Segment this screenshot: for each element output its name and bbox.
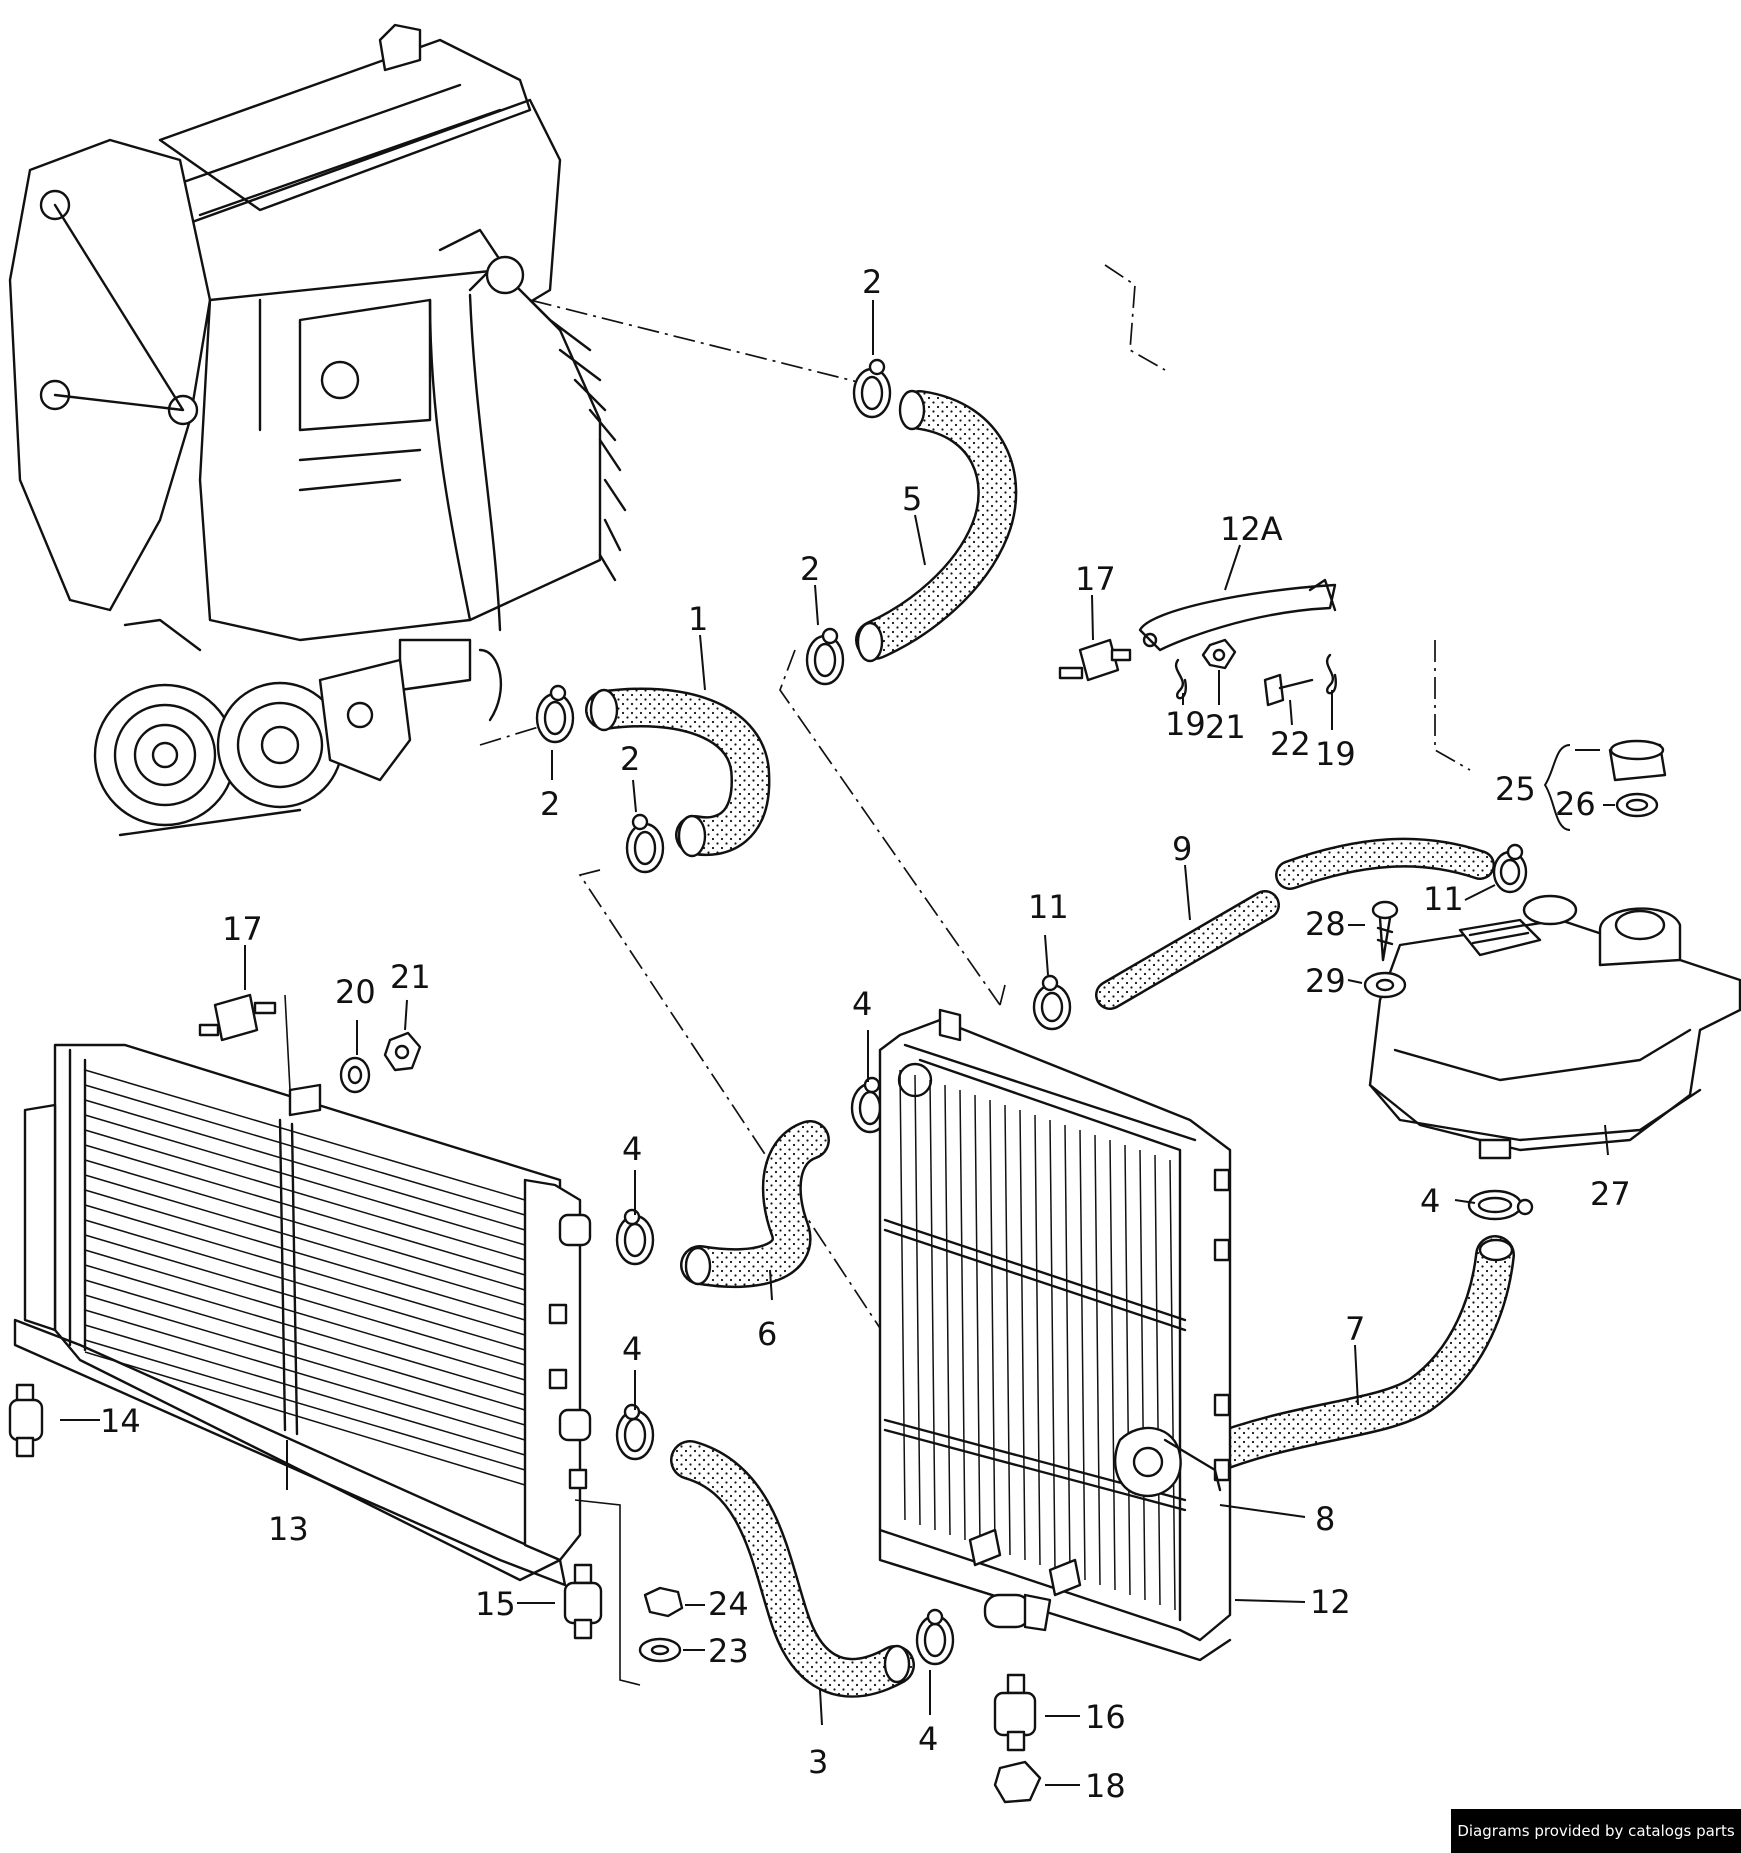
label-14: 14 — [100, 1402, 141, 1440]
bolt-22 — [1263, 673, 1314, 707]
cap-25 — [1608, 739, 1667, 782]
label-13: 13 — [268, 1510, 309, 1548]
label-11-right: 11 — [1423, 880, 1464, 918]
clamp-2-upper — [852, 358, 892, 419]
nut-24 — [643, 1586, 684, 1618]
label-29: 29 — [1305, 962, 1346, 1000]
label-19-right: 19 — [1315, 735, 1356, 773]
clamp-4-mid-upper — [615, 1208, 655, 1266]
clamp-11-right — [1492, 843, 1528, 894]
label-12a: 12A — [1220, 510, 1283, 548]
label-26: 26 — [1555, 785, 1596, 823]
label-15: 15 — [475, 1585, 516, 1623]
washer-29 — [1363, 971, 1407, 999]
label-28: 28 — [1305, 905, 1346, 943]
label-4-tank: 4 — [1420, 1182, 1440, 1220]
radiator-13 — [13, 1043, 592, 1587]
spring-clip-19-right — [1325, 653, 1338, 695]
nut-21-top — [1201, 638, 1237, 670]
part-labels: 2 5 2 1 2 2 12A 17 19 21 22 19 25 26 9 1… — [60, 263, 1631, 1805]
hose-1 — [585, 687, 771, 858]
washer-23 — [638, 1637, 682, 1663]
label-18: 18 — [1085, 1767, 1126, 1805]
label-8: 8 — [1315, 1500, 1335, 1538]
clamp-2-left — [535, 684, 575, 744]
label-2-mid: 2 — [800, 550, 820, 588]
label-25: 25 — [1495, 770, 1536, 808]
label-4-top: 4 — [852, 985, 872, 1023]
hose-5 — [855, 389, 1018, 663]
label-21-left: 21 — [390, 958, 431, 996]
clamp-11-left — [1032, 974, 1072, 1031]
label-23: 23 — [708, 1632, 749, 1670]
hose-9 — [1095, 837, 1495, 1010]
seal-26 — [1615, 792, 1659, 818]
diagram-credit-banner: Diagrams provided by catalogs parts — [1451, 1809, 1741, 1853]
mount-15 — [563, 1563, 603, 1640]
label-7: 7 — [1345, 1310, 1365, 1348]
label-21-top: 21 — [1205, 708, 1246, 746]
label-27: 27 — [1590, 1175, 1631, 1213]
label-4-mid-lower: 4 — [622, 1330, 642, 1368]
label-2-left: 2 — [540, 785, 560, 823]
label-6: 6 — [757, 1315, 777, 1353]
screw-28 — [1371, 900, 1399, 962]
mount-17-top — [1058, 638, 1132, 682]
radiator-13-fins — [84, 1069, 526, 1486]
radiator-12 — [878, 1008, 1232, 1662]
label-1: 1 — [688, 600, 708, 638]
engine-assembly — [8, 23, 627, 837]
radiator-12-fins — [899, 1069, 1176, 1611]
mount-14 — [8, 1383, 44, 1458]
expansion-tank-27 — [1368, 894, 1741, 1160]
hose-clamps — [535, 358, 1534, 1666]
label-11-left: 11 — [1028, 888, 1069, 926]
bracket-8 — [1113, 1426, 1222, 1498]
clamp-4-bottom — [915, 1608, 955, 1666]
nut-21-left — [383, 1031, 422, 1072]
hose-7 — [1190, 1235, 1515, 1475]
label-12: 12 — [1310, 1583, 1351, 1621]
label-16: 16 — [1085, 1698, 1126, 1736]
label-3: 3 — [808, 1743, 828, 1781]
bracket-12a — [1138, 578, 1337, 652]
label-22: 22 — [1270, 725, 1311, 763]
clamp-4-mid-lower — [615, 1403, 655, 1461]
label-20: 20 — [335, 973, 376, 1011]
label-17-top: 17 — [1075, 560, 1116, 598]
mount-17-left — [198, 993, 277, 1042]
label-2-top: 2 — [862, 263, 882, 301]
label-2-lower: 2 — [620, 740, 640, 778]
bracket-15-guide — [574, 1499, 641, 1686]
hose-3 — [670, 1440, 915, 1698]
clamp-2-lower — [625, 813, 665, 874]
label-24: 24 — [708, 1585, 749, 1623]
mount-17-guide — [284, 994, 291, 1091]
washer-20 — [339, 1056, 371, 1094]
clamp-4-tank — [1467, 1189, 1534, 1221]
label-19-left: 19 — [1165, 705, 1206, 743]
spring-clip-19-left — [1175, 658, 1188, 700]
label-5: 5 — [902, 480, 922, 518]
plug-18 — [993, 1760, 1042, 1804]
hose-6 — [680, 1120, 830, 1288]
label-4-mid-upper: 4 — [622, 1130, 642, 1168]
label-9: 9 — [1172, 830, 1192, 868]
label-17-left: 17 — [222, 910, 263, 948]
label-4-bottom: 4 — [918, 1720, 938, 1758]
clamp-2-mid — [805, 627, 845, 686]
temperature-sensor — [983, 1593, 1052, 1632]
mount-16 — [993, 1673, 1037, 1752]
